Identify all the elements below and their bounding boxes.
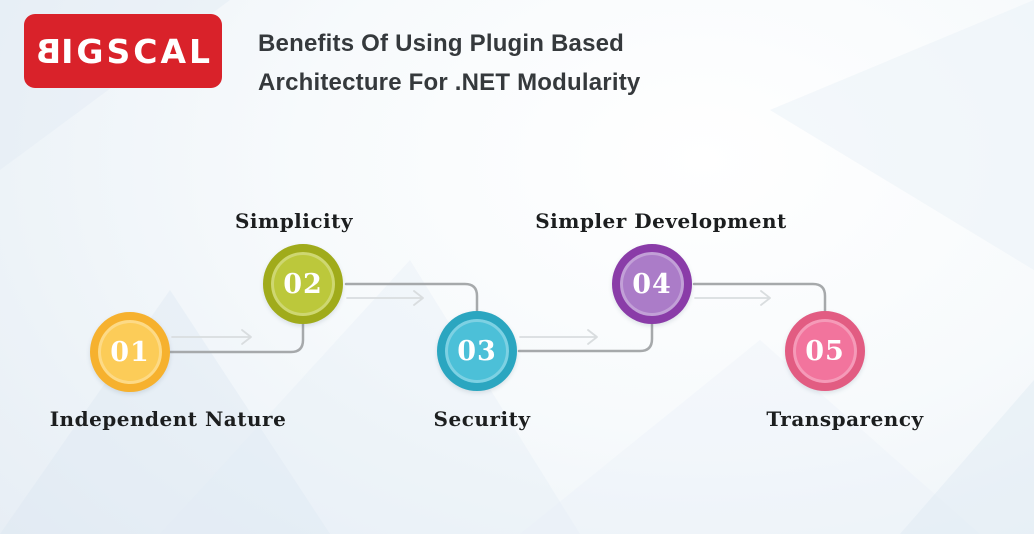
- logo-letter-c: C: [133, 31, 161, 71]
- arrow-01-02-icon: [171, 329, 252, 345]
- step-number-03: 03: [457, 335, 497, 367]
- logo-letter-a: A: [160, 31, 190, 71]
- step-circle-05: 05: [785, 311, 865, 391]
- step-number-05: 05: [805, 335, 845, 367]
- logo-letter-l: L: [189, 31, 214, 71]
- logo-letter-i: I: [61, 31, 77, 71]
- step-circle-01: 01: [90, 312, 170, 392]
- step-number-02: 02: [283, 268, 323, 300]
- step-circle-02: 02: [263, 244, 343, 324]
- arrow-02-03-icon: [346, 290, 424, 306]
- arrow-03-04-icon: [519, 329, 598, 345]
- connector-01-02: [166, 319, 305, 354]
- logo-letter-s: S: [106, 31, 134, 71]
- connector-03-04: [517, 319, 654, 353]
- step-circle-03: 03: [437, 311, 517, 391]
- logo-letter-g: G: [76, 31, 107, 71]
- step-number-04: 04: [632, 268, 672, 300]
- step-label-security: Security: [433, 407, 531, 431]
- bigscal-logo: B I G S C A L: [24, 14, 222, 88]
- page-title-line2: Architecture For .NET Modularity: [258, 69, 641, 96]
- step-label-transparency: Transparency: [766, 407, 924, 431]
- connector-02-03: [344, 282, 479, 316]
- step-label-simpler-development: Simpler Development: [535, 209, 787, 233]
- page-title: Benefits Of Using Plugin Based Architect…: [258, 24, 640, 102]
- bigscal-logo-text: B I G S C A L: [33, 31, 214, 71]
- arrow-04-05-icon: [694, 290, 771, 306]
- connector-04-05: [692, 282, 827, 316]
- step-label-simplicity: Simplicity: [234, 209, 354, 233]
- page-title-line1: Benefits Of Using Plugin Based: [258, 30, 625, 57]
- step-number-01: 01: [110, 336, 150, 368]
- step-label-independent-nature: Independent Nature: [49, 407, 287, 431]
- step-circle-04: 04: [612, 244, 692, 324]
